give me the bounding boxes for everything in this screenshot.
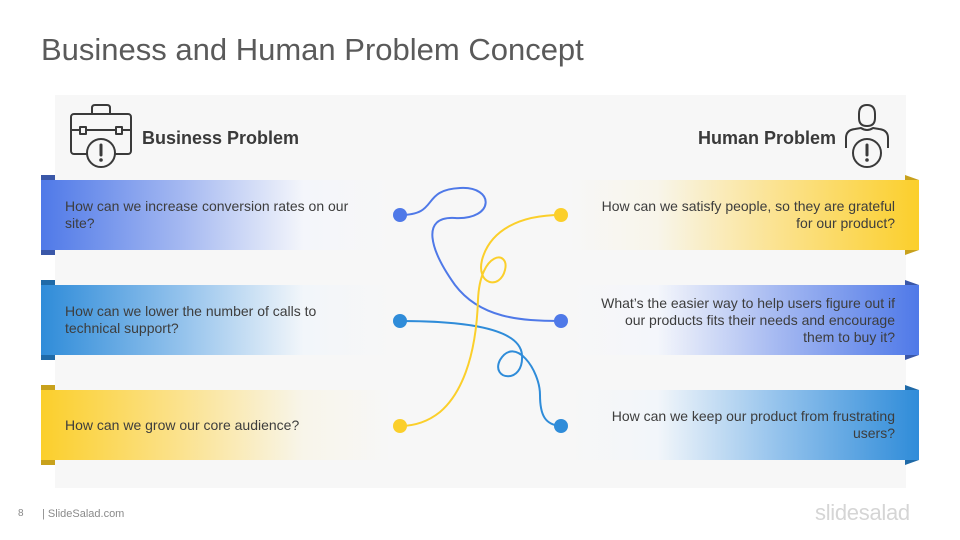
person-alert-icon — [845, 104, 889, 168]
ribbon-fold — [905, 250, 919, 255]
connector-dot-right-2 — [554, 314, 568, 328]
business-problem-heading: Business Problem — [142, 128, 300, 148]
briefcase-alert-icon — [70, 104, 132, 168]
ribbon-fold — [905, 460, 919, 465]
page-number: 8 — [18, 508, 24, 519]
ribbon-fold — [41, 355, 55, 360]
connector-dot-left-1 — [393, 208, 407, 222]
ribbon-fold — [41, 175, 55, 180]
connector-dot-left-2 — [393, 314, 407, 328]
slidesalad-logo: slidesalad — [815, 500, 910, 525]
connector-yellow — [399, 214, 562, 427]
business-problem-text-3: How can we grow our core audience? — [65, 416, 300, 433]
human-problem-text-3: How can we keep our product from frustra… — [611, 408, 895, 441]
human-problem-heading: Human Problem — [698, 128, 837, 148]
ribbon-fold — [41, 250, 55, 255]
ribbon-fold — [41, 280, 55, 285]
connector-dot-right-1 — [554, 208, 568, 222]
footer-brand: | SlideSalad.com — [42, 508, 125, 520]
ribbon-fold — [905, 355, 919, 360]
human-problem-item-2: What’s the easier way to help users figu… — [570, 285, 919, 355]
ribbon-fold — [41, 460, 55, 465]
business-problem-item-3: How can we grow our core audience? — [41, 390, 391, 460]
business-problem-item-1: How can we increase conversion rates on … — [41, 180, 391, 250]
business-problem-item-2: How can we lower the number of calls to … — [41, 285, 391, 355]
connector-teal — [399, 320, 562, 427]
human-problem-text-1: How can we satisfy people, so they are g… — [601, 198, 895, 231]
human-problem-item-3: How can we keep our product from frustra… — [570, 390, 919, 460]
business-problem-text-1: How can we increase conversion rates on … — [65, 198, 349, 231]
human-problem-text-2: What’s the easier way to help users figu… — [601, 294, 895, 345]
ribbon-fold — [905, 175, 919, 180]
connector-dot-right-3 — [554, 419, 568, 433]
ribbon-fold — [905, 280, 919, 285]
connector-dot-left-3 — [393, 419, 407, 433]
ribbon-fold — [905, 385, 919, 390]
page-title: Business and Human Problem Concept — [41, 32, 584, 67]
ribbon-fold — [41, 385, 55, 390]
connector-blue — [399, 186, 562, 322]
business-problem-text-2: How can we lower the number of calls to … — [65, 303, 317, 336]
human-problem-item-1: How can we satisfy people, so they are g… — [570, 180, 919, 250]
